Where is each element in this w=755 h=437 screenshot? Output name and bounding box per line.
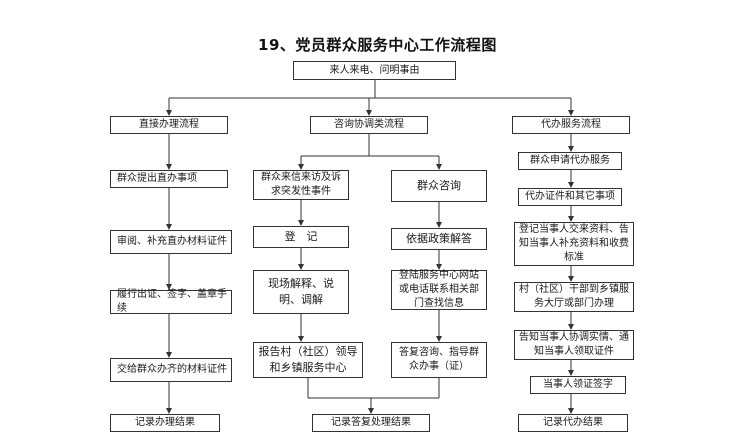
proxy-step-1: 群众申请代办服务: [518, 152, 622, 170]
direct-step-4: 交给群众办齐的材料证件: [110, 358, 232, 382]
chart-title: 19、党员群众服务中心工作流程图: [258, 36, 497, 54]
arrow-head: [436, 222, 442, 228]
arrow-head: [166, 110, 172, 116]
arrow-head: [568, 216, 574, 222]
arrow-head: [166, 284, 172, 290]
consult-left-4: 报告村（社区）领导和乡镇服务中心: [253, 342, 363, 378]
consult-right-2: 依据政策解答: [391, 228, 487, 250]
direct-step-2: 审阅、补充直办材料证件: [110, 230, 232, 254]
header-proxy: 代办服务流程: [512, 116, 630, 134]
direct-result: 记录办理结果: [110, 414, 220, 432]
arrow-head: [436, 336, 442, 342]
consult-right-4: 答复咨询、指导群众办事（证）: [391, 342, 487, 378]
proxy-step-4: 村（社区）干部到乡镇服务大厅或部门办理: [514, 282, 634, 312]
consult-left-2: 登 记: [253, 226, 349, 248]
arrow-head: [436, 164, 442, 170]
arrow-head: [568, 110, 574, 116]
arrow-head: [298, 220, 304, 226]
header-consult: 咨询协调类流程: [310, 116, 428, 134]
proxy-step-2: 代办证件和其它事项: [518, 188, 622, 206]
arrow-head: [166, 352, 172, 358]
arrow-head: [366, 110, 372, 116]
direct-step-1: 群众提出直办事项: [110, 170, 228, 188]
arrow-head: [368, 408, 374, 414]
consult-left-1: 群众来信来访及诉求突发性事件: [253, 170, 349, 200]
arrow-head: [298, 336, 304, 342]
direct-step-3: 履行出证、签字、盖章手续: [110, 289, 232, 314]
consult-right-1: 群众咨询: [391, 170, 487, 202]
arrow-head: [166, 224, 172, 230]
proxy-step-3: 登记当事人交来资料、告知当事人补充资料和收费标准: [514, 222, 634, 266]
consult-right-3: 登陆服务中心网站或电话联系相关部门查找信息: [391, 270, 487, 310]
arrow-head: [166, 164, 172, 170]
arrow-head: [298, 164, 304, 170]
arrow-head: [568, 324, 574, 330]
arrow-head: [568, 408, 574, 414]
header-direct: 直接办理流程: [110, 116, 228, 134]
arrow-head: [298, 264, 304, 270]
arrow-head: [568, 182, 574, 188]
box-top: 来人来电、问明事由: [293, 61, 456, 80]
consult-result: 记录答复处理结果: [312, 414, 430, 432]
arrow-head: [568, 370, 574, 376]
arrow-head: [436, 264, 442, 270]
proxy-step-5: 告知当事人协调实情、通知当事人领取证件: [514, 330, 634, 360]
proxy-result: 记录代办结果: [518, 414, 628, 432]
consult-left-3: 现场解释、说明、调解: [253, 270, 349, 314]
arrow-head: [568, 276, 574, 282]
proxy-step-6: 当事人领证签字: [530, 376, 626, 394]
arrow-head: [568, 146, 574, 152]
arrow-head: [166, 408, 172, 414]
